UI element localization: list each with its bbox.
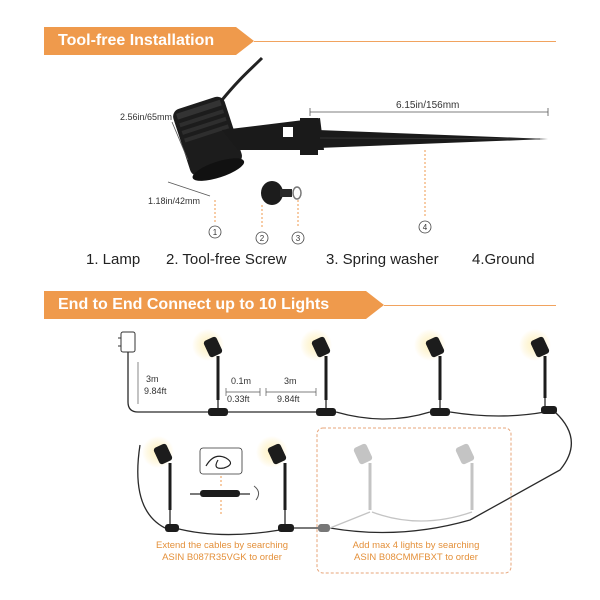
note-line: Extend the cables by searching xyxy=(155,540,289,551)
note-line: ASIN B087R35VGK to order xyxy=(162,552,282,563)
add-lights-note: Add max 4 lights by searching ASIN B08CM… xyxy=(334,540,498,564)
extension-cable-inset xyxy=(190,447,260,514)
banner-title: End to End Connect up to 10 Lights xyxy=(58,296,330,313)
callout-number: 1 xyxy=(213,228,218,237)
optional-lights-box xyxy=(316,427,512,574)
power-adapter-icon xyxy=(118,331,136,353)
callout-number: 2 xyxy=(260,234,265,243)
banner-background xyxy=(44,291,384,319)
part-label-lamp: 1. Lamp xyxy=(86,251,141,268)
callout-markers xyxy=(208,220,432,245)
part-label-washer: 3. Spring washer xyxy=(326,251,439,268)
section-banner-installation: Tool-free Installation xyxy=(44,27,254,55)
optional-spotlight-icon xyxy=(353,443,373,510)
banner-title: Tool-free Installation xyxy=(58,32,215,49)
adapter-length-m: 3m xyxy=(146,374,159,384)
section-banner-connect: End to End Connect up to 10 Lights xyxy=(44,291,384,319)
part-label-ground: 4.Ground xyxy=(472,251,535,268)
banner-background xyxy=(44,27,254,55)
spotlight-icon xyxy=(192,329,224,400)
extend-cable-note: Extend the cables by searching ASIN B087… xyxy=(142,540,302,564)
spotlight-icon xyxy=(142,436,174,510)
optional-spotlight-icon xyxy=(455,443,475,510)
link-length-ft: 9.84ft xyxy=(277,394,300,404)
lamp-width-label: 1.18in/42mm xyxy=(148,196,201,206)
spike-length-label: 6.15in/156mm xyxy=(396,100,460,111)
callout-number: 3 xyxy=(296,234,301,243)
cable-run xyxy=(127,352,573,536)
spotlight-icon xyxy=(414,329,446,400)
note-line: Add max 4 lights by searching xyxy=(352,540,480,551)
callout-leaders xyxy=(214,150,426,228)
spotlight-icon xyxy=(519,329,551,398)
cable-connectors xyxy=(165,406,557,532)
divider-line xyxy=(254,41,556,42)
divider-line xyxy=(384,305,556,306)
adapter-length-ft: 9.84ft xyxy=(144,386,167,396)
spotlight-icon xyxy=(300,329,332,400)
gap-length-ft: 0.33ft xyxy=(227,394,250,404)
part-label-screw: 2. Tool-free Screw xyxy=(166,251,287,268)
lamp-exploded-view xyxy=(173,56,548,205)
note-line: ASIN B08CMMFBXT to order xyxy=(354,552,478,563)
optional-cable-run xyxy=(329,511,473,529)
link-length-m: 3m xyxy=(284,376,297,386)
gap-length-m: 0.1m xyxy=(231,376,252,386)
cable-dimension-lines xyxy=(137,362,317,404)
dimension-lines xyxy=(167,108,549,197)
spotlight-icon xyxy=(256,436,288,510)
lamp-height-label: 2.56in/65mm xyxy=(120,112,173,122)
callout-number: 4 xyxy=(423,223,428,232)
